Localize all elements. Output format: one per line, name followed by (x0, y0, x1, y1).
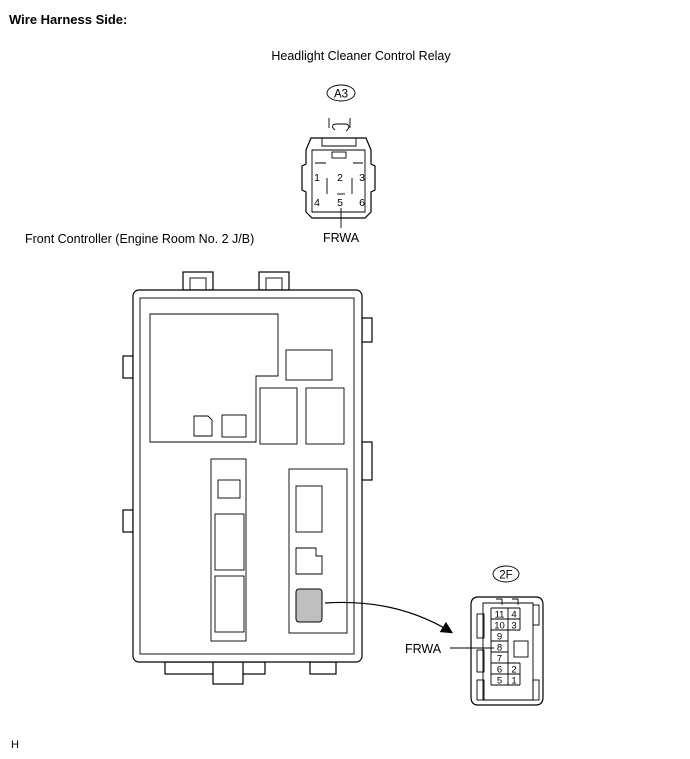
connector-pin: 3 (511, 621, 516, 632)
connector-pin: 2 (511, 665, 516, 676)
controller-connector-code-badge: 2F (492, 565, 520, 583)
page-heading: Wire Harness Side: (9, 12, 127, 27)
junction-block (122, 271, 373, 685)
relay-pin-3: 3 (359, 172, 365, 184)
relay-connector-code: A3 (334, 89, 348, 101)
relay-pin-4: 4 (314, 197, 320, 209)
connector-pin: 6 (497, 665, 502, 676)
connector-pin: 11 (495, 610, 505, 621)
relay-terminal-label: FRWA (323, 231, 360, 245)
connector-pin: 1 (511, 676, 516, 687)
controller-terminal-label: FRWA (405, 642, 442, 656)
detail-arrow (324, 601, 454, 634)
relay-title: Headlight Cleaner Control Relay (271, 49, 451, 63)
relay-connector: 1 2 3 4 5 6 (301, 118, 376, 219)
relay-pin-5: 5 (337, 197, 343, 209)
controller-connector: 11 4 10 3 9 8 7 6 2 5 1 (470, 596, 544, 706)
footer-code: H (11, 739, 19, 751)
connector-pin: 4 (511, 610, 516, 621)
highlighted-connector-2f-location (295, 588, 323, 623)
connector-pin: 10 (494, 621, 505, 632)
connector-pin: 9 (497, 632, 502, 643)
controller-title: Front Controller (Engine Room No. 2 J/B) (25, 232, 254, 246)
relay-connector-code-badge: A3 (326, 84, 356, 102)
controller-connector-code: 2F (499, 570, 512, 582)
connector-pin: 5 (497, 676, 502, 687)
relay-pin-2: 2 (337, 172, 343, 184)
connector-pin: 7 (497, 654, 502, 665)
connector-pin: 8 (497, 643, 502, 654)
relay-pin-6: 6 (359, 197, 365, 209)
relay-pin-1: 1 (314, 172, 320, 184)
